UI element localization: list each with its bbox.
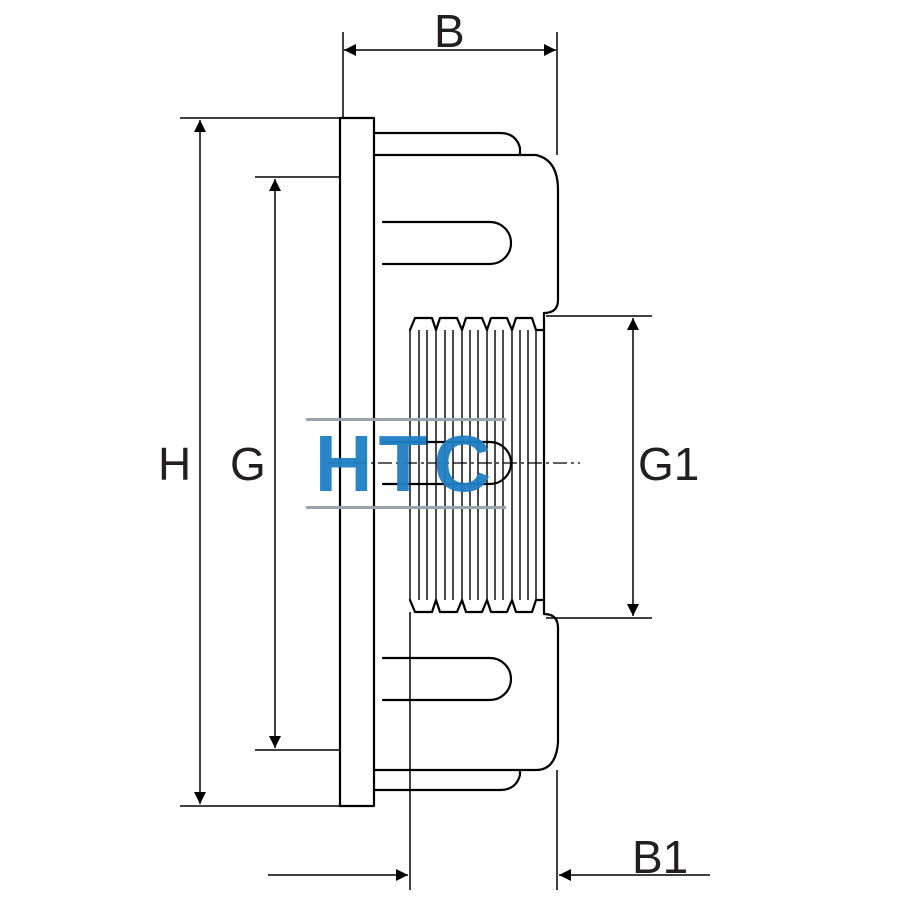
watermark-bar-bottom xyxy=(306,506,506,509)
watermark-text: HTC xyxy=(314,419,498,508)
htc-watermark: HTC xyxy=(306,418,506,510)
upper-lug xyxy=(372,131,522,157)
flange-plate xyxy=(338,116,376,808)
watermark-bar-top xyxy=(306,418,506,421)
thread-bottom xyxy=(408,598,546,614)
dimension-label-g: G xyxy=(230,438,266,490)
thread-lines xyxy=(409,330,537,600)
upper-slot xyxy=(381,220,513,266)
dimension-label-b: B xyxy=(434,5,465,57)
thread-top xyxy=(408,316,546,332)
extension-lines xyxy=(180,32,652,890)
dimension-label-h: H xyxy=(158,438,192,490)
dimension-label-b1: B1 xyxy=(632,831,689,883)
lower-slot xyxy=(381,656,513,702)
dimension-label-g1: G1 xyxy=(638,438,700,490)
body-outline xyxy=(372,153,560,772)
lower-lug xyxy=(372,768,522,792)
dimension-lines xyxy=(194,44,710,881)
